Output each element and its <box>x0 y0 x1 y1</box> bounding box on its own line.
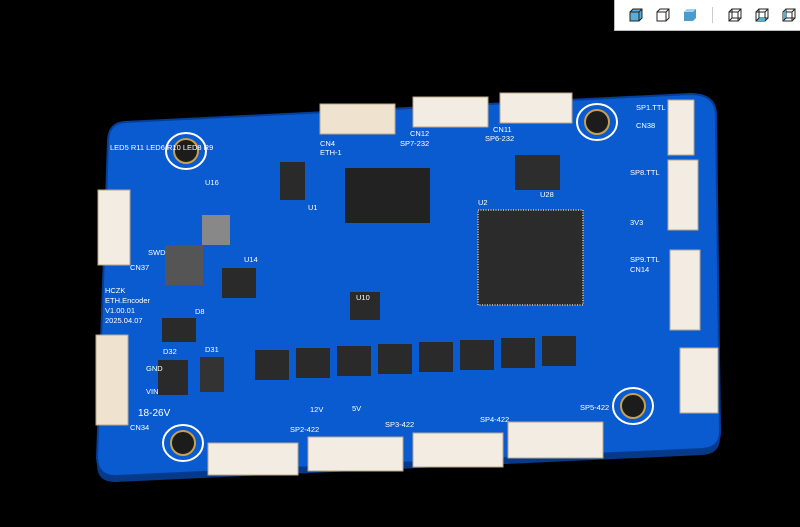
d8-label: D8 <box>195 307 205 316</box>
u16-label: U16 <box>205 178 219 187</box>
connector-cn11 <box>499 92 573 124</box>
vin-label: VIN <box>146 387 159 396</box>
sp5-label: SP5-422 <box>580 403 609 412</box>
d32-label: D32 <box>163 347 177 356</box>
u1-label: U1 <box>308 203 318 212</box>
cn4-label: CN4 <box>320 139 335 148</box>
connector-cn37 <box>97 189 131 266</box>
voltage-label: 18-26V <box>138 408 171 419</box>
led-label: LED5 R11 LED6 R10 LED8 R9 <box>110 143 213 152</box>
chip-u1 <box>280 162 305 200</box>
wireframe-view-icon[interactable] <box>654 6 672 24</box>
connector-sp2 <box>207 442 299 476</box>
12v-label: 12V <box>310 405 323 414</box>
eth1-label: ETH-1 <box>320 148 342 157</box>
cn11-label: CN11 <box>493 125 512 134</box>
brand-label: HCZK <box>105 286 125 295</box>
mounting-hole-icon <box>576 103 618 141</box>
front-face-view-icon[interactable] <box>753 6 771 24</box>
hidden-lines-view-icon[interactable] <box>726 6 744 24</box>
u2-label: U2 <box>478 198 488 207</box>
mounting-hole-icon <box>165 132 207 170</box>
sp9-label: SP9.TTL <box>630 255 660 264</box>
d31-label: D31 <box>205 345 219 354</box>
mounting-hole-icon <box>612 387 654 425</box>
diode-d32 <box>158 360 188 395</box>
u10-label: U10 <box>356 293 370 302</box>
cn34-label: CN34 <box>130 423 149 432</box>
swd-label: SWD <box>148 248 166 257</box>
cn37-label: CN37 <box>130 263 149 272</box>
chip-u14 <box>222 268 256 298</box>
u28-label: U28 <box>540 190 554 199</box>
gnd-label: GND <box>146 364 163 373</box>
connector-cn12 <box>412 96 489 128</box>
cn12-label: CN12 <box>410 129 429 138</box>
sp8-label: SP8.TTL <box>630 168 660 177</box>
connector-cn14 <box>669 249 701 331</box>
sp2-label: SP2-422 <box>290 425 319 434</box>
date-label: 2025.04.07 <box>105 316 143 325</box>
chip-u28 <box>515 155 560 190</box>
shaded-view-icon[interactable] <box>627 6 645 24</box>
connector-cn3 <box>679 347 719 414</box>
u14-label: U14 <box>244 255 258 264</box>
inductor <box>165 245 203 285</box>
sp4-label: SP4-422 <box>480 415 509 424</box>
sp6-label: SP6-232 <box>485 134 514 143</box>
capacitor <box>202 215 230 245</box>
product-label: ETH.Encoder <box>105 296 151 305</box>
connector-sp8 <box>667 159 699 231</box>
sp1-label: SP1.TTL <box>636 103 666 112</box>
diode-d8 <box>162 318 196 342</box>
toolbar-separator <box>712 7 713 23</box>
5v-label: 5V <box>352 404 361 413</box>
transceiver-row <box>255 336 576 380</box>
mounting-hole-icon <box>162 424 204 462</box>
ethernet-phy-chip <box>345 168 430 223</box>
connector-sp4 <box>412 432 504 468</box>
cn14-label: CN14 <box>630 265 649 274</box>
shaded-no-edges-view-icon[interactable] <box>681 6 699 24</box>
diode-d31 <box>200 357 224 392</box>
version-label: V1.00.01 <box>105 306 135 315</box>
sp7-label: SP7-232 <box>400 139 429 148</box>
side-face-view-icon[interactable] <box>780 6 798 24</box>
connector-cn38 <box>667 99 695 156</box>
cn38-label: CN38 <box>636 121 655 130</box>
chip-u10 <box>350 292 380 320</box>
connector-cn4 <box>319 103 396 135</box>
sp3-label: SP3-422 <box>385 420 414 429</box>
connector-sp5 <box>507 421 604 459</box>
3v3-label: 3V3 <box>630 218 643 227</box>
view-toolbar <box>614 0 800 31</box>
connector-sp3 <box>307 436 404 472</box>
connector-cn34 <box>95 334 129 426</box>
mcu-chip <box>477 209 584 306</box>
